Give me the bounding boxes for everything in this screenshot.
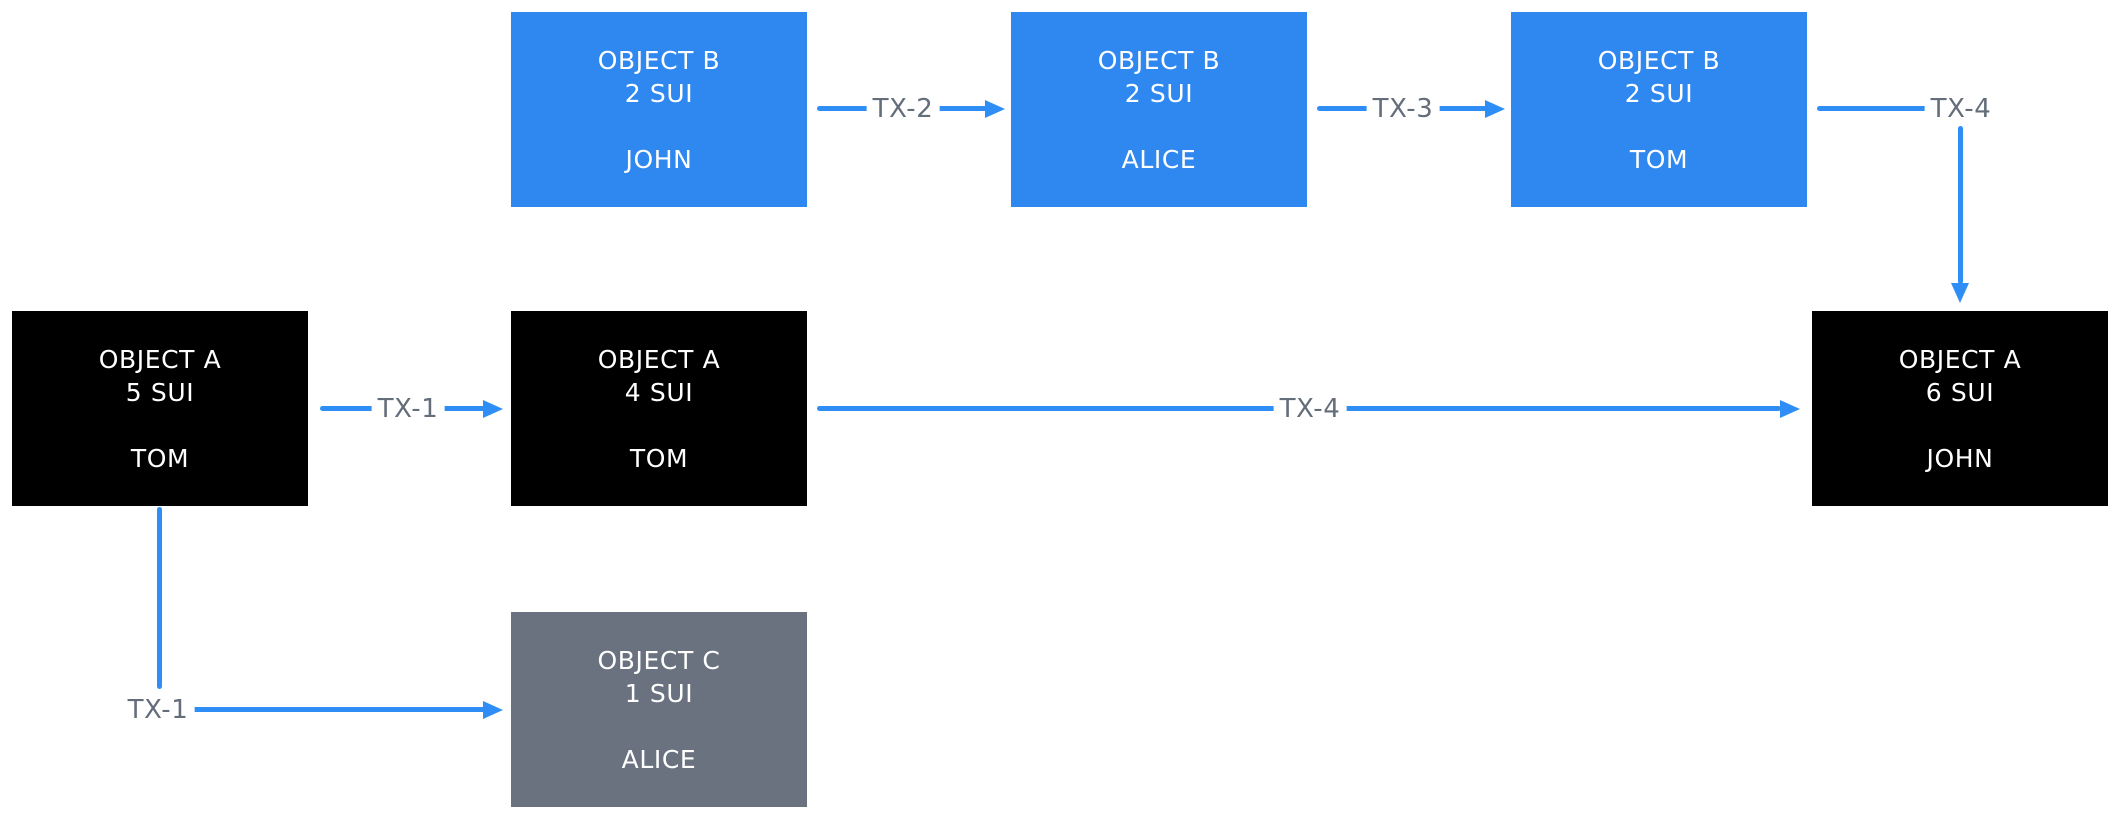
tx-label: TX-1 (371, 394, 445, 424)
object-amount: 6 SUI (1925, 377, 1995, 407)
object-owner: TOM (130, 443, 190, 473)
object-title: OBJECT B (597, 45, 721, 75)
object-owner: JOHN (1926, 443, 1994, 473)
object-title: OBJECT B (1597, 45, 1721, 75)
object-owner: JOHN (625, 144, 693, 174)
arrowhead-right-icon (985, 100, 1005, 118)
object-title: OBJECT C (597, 645, 721, 675)
tx-label: TX-2 (866, 94, 940, 124)
arrowhead-right-icon (1780, 400, 1800, 418)
object-owner: TOM (1629, 144, 1689, 174)
arrow-line (1817, 106, 1932, 111)
tx-label: TX-3 (1366, 94, 1440, 124)
object-amount: 5 SUI (125, 377, 195, 407)
object-owner: ALICE (1121, 144, 1197, 174)
arrow-line (157, 507, 162, 689)
arrowhead-right-icon (483, 701, 503, 719)
object-box-a-6-john: OBJECT A 6 SUI JOHN (1812, 311, 2108, 506)
arrow-line (1958, 126, 1963, 284)
arrowhead-right-icon (1485, 100, 1505, 118)
arrowhead-right-icon (483, 400, 503, 418)
arrowhead-down-icon (1951, 283, 1969, 303)
object-box-a-4-tom: OBJECT A 4 SUI TOM (511, 311, 807, 506)
object-amount: 1 SUI (624, 678, 694, 708)
object-amount: 4 SUI (624, 377, 694, 407)
object-amount: 2 SUI (624, 78, 694, 108)
object-box-c-alice: OBJECT C 1 SUI ALICE (511, 612, 807, 807)
tx-label: TX-4 (1273, 394, 1347, 424)
object-box-b-alice: OBJECT B 2 SUI ALICE (1011, 12, 1307, 207)
object-box-b-john: OBJECT B 2 SUI JOHN (511, 12, 807, 207)
object-title: OBJECT B (1097, 45, 1221, 75)
object-owner: ALICE (621, 744, 697, 774)
arrow-line (192, 707, 486, 712)
tx-label: TX-1 (121, 695, 195, 725)
tx-label: TX-4 (1924, 94, 1998, 124)
object-box-a-5-tom: OBJECT A 5 SUI TOM (12, 311, 308, 506)
object-title: OBJECT A (1898, 344, 2022, 374)
object-title: OBJECT A (597, 344, 721, 374)
object-amount: 2 SUI (1624, 78, 1694, 108)
object-box-b-tom: OBJECT B 2 SUI TOM (1511, 12, 1807, 207)
object-owner: TOM (629, 443, 689, 473)
object-title: OBJECT A (98, 344, 222, 374)
object-amount: 2 SUI (1124, 78, 1194, 108)
